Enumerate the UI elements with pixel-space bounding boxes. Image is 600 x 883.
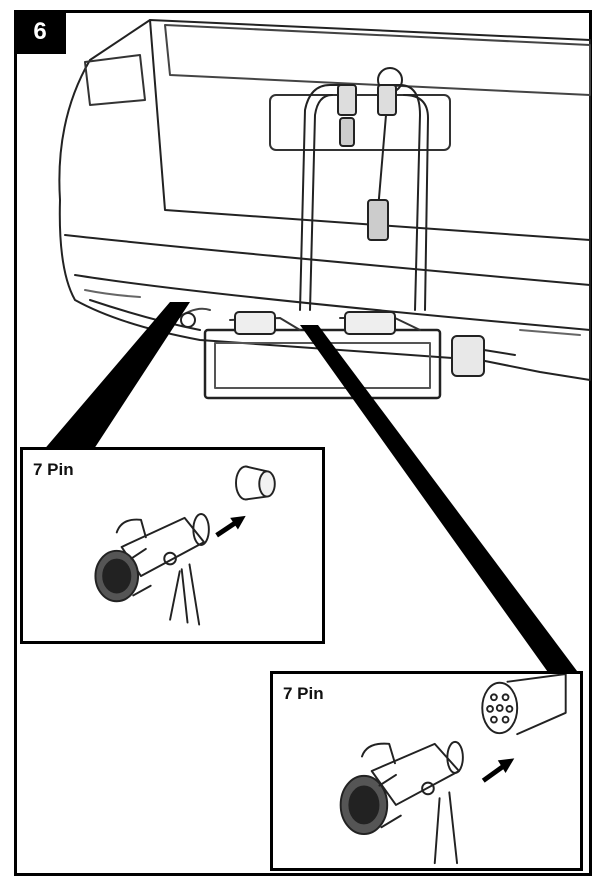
tail-lamp-right (451, 335, 485, 377)
left-taillight (84, 54, 146, 106)
detail-plug-insertion: 7 Pin (270, 671, 583, 871)
rear-window (164, 24, 591, 96)
carrier-upright-right (384, 84, 421, 311)
carrier-upright-left (299, 84, 346, 311)
detail-label: 7 Pin (283, 684, 324, 703)
light-board (203, 328, 442, 400)
plug-cable (506, 674, 567, 736)
bumper-line (74, 274, 591, 331)
step-number: 6 (33, 18, 47, 45)
car-body (58, 19, 591, 381)
detail-label: 7 Pin (33, 460, 74, 479)
bumper-top (64, 234, 591, 286)
tailgate (149, 19, 591, 241)
callout-wedge-top (42, 302, 190, 452)
plug-connect-illustration (339, 674, 567, 865)
step-number-badge: 6 (14, 10, 66, 54)
detail-cap-removal: 7 Pin (20, 447, 325, 644)
wheel-clamp-left (337, 84, 357, 116)
license-plate-recess (269, 94, 451, 151)
socket-cap-illustration (94, 465, 276, 626)
callout-wedge-bottom (300, 325, 580, 675)
